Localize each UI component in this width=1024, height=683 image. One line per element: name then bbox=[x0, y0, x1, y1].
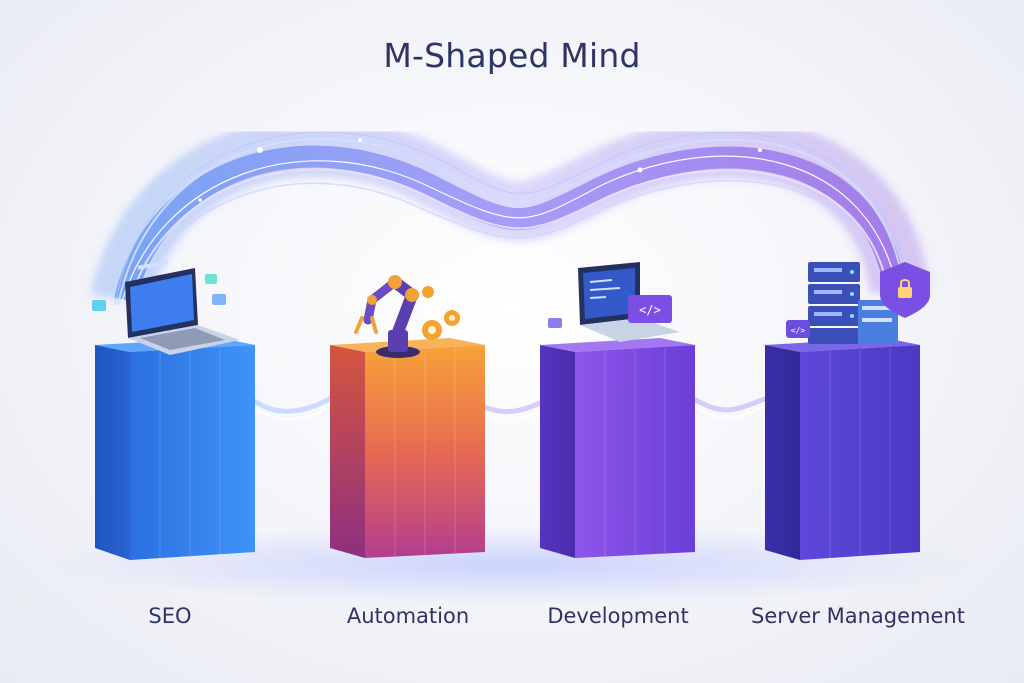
pillar-label-seo: SEO bbox=[148, 604, 192, 628]
code-symbol: </> bbox=[639, 303, 661, 317]
m-wave bbox=[90, 116, 930, 308]
pillar-automation bbox=[330, 338, 485, 558]
code-symbol-small: </> bbox=[791, 326, 806, 335]
pillar-development bbox=[540, 338, 695, 558]
code-window-icon bbox=[628, 295, 672, 323]
code-laptop-icon bbox=[548, 262, 680, 342]
pillar-label-server-management: Server Management bbox=[751, 604, 965, 628]
page-title: M-Shaped Mind bbox=[383, 36, 641, 75]
laptop-icon bbox=[92, 260, 240, 355]
chat-bubble-icon bbox=[548, 318, 562, 328]
code-window-icon bbox=[786, 320, 810, 338]
server-shield-icon bbox=[786, 262, 930, 344]
connector-ribbons bbox=[198, 382, 791, 421]
chat-bubble-icon bbox=[92, 300, 106, 311]
lock-icon bbox=[898, 279, 912, 298]
pillar-label-development: Development bbox=[547, 604, 689, 628]
pillar-seo bbox=[95, 338, 255, 560]
robot-arm-icon bbox=[354, 275, 460, 358]
pillar-server-management bbox=[765, 338, 920, 560]
pillar-label-automation: Automation bbox=[346, 604, 470, 628]
